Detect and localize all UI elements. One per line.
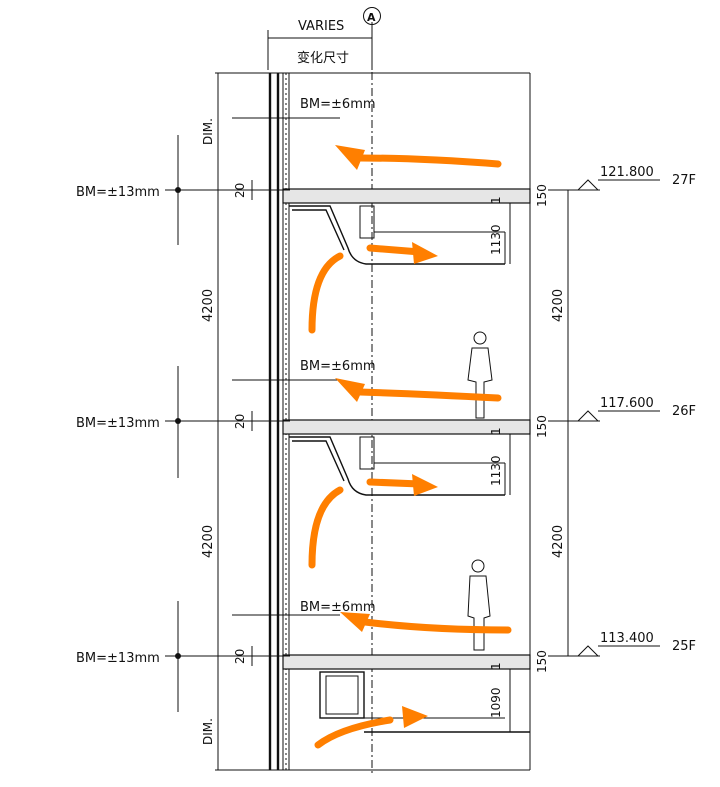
floor-slabs	[282, 188, 531, 670]
text-labels: BM=±6mm BM=±6mm BM=±6mm BM=±13mm BM=±13m…	[76, 97, 696, 745]
slab-label-1: 150	[535, 184, 549, 207]
floor-height-left-1: 4200	[201, 289, 216, 322]
airflow-arrow-26f-rise	[308, 486, 344, 569]
airflow-arrow-25f-return	[361, 618, 512, 634]
slab-label-3: 150	[535, 650, 549, 673]
gap-label-3: 20	[233, 649, 247, 664]
width-label: VARIES	[298, 19, 344, 34]
right-dimension-markers	[509, 179, 660, 732]
airflow-arrow-27f-rise	[308, 252, 344, 334]
slab-25f	[282, 654, 531, 670]
slab-26f	[282, 419, 531, 435]
ceiling-extra-label-1: 1	[489, 196, 503, 204]
grid-marker-label: A	[367, 11, 376, 24]
bm-floor-label-3: BM=±13mm	[76, 651, 160, 666]
airflow-arrows	[308, 145, 512, 749]
dim-label-bottom: DIM.	[201, 718, 215, 745]
person-figure-lower	[467, 559, 491, 651]
gap-label-2: 20	[233, 414, 247, 429]
left-dimension-markers	[165, 73, 340, 770]
floor-name-25f: 25F	[672, 639, 696, 654]
bm-panel-label-1: BM=±6mm	[300, 97, 376, 112]
slab-label-2: 150	[535, 415, 549, 438]
ceiling-zone-label-3: 1090	[489, 687, 503, 718]
level-27f: 121.800	[600, 165, 654, 180]
ceiling-zone-label-2: 1130	[489, 455, 503, 486]
level-26f: 117.600	[600, 396, 654, 411]
floor-name-26f: 26F	[672, 404, 696, 419]
airflow-arrow-26f-return	[356, 388, 502, 402]
grid-marker-circle	[363, 7, 381, 25]
floor-name-27f: 27F	[672, 173, 696, 188]
floor-height-right-2: 4200	[551, 525, 566, 558]
ceiling-extra-label-2: 1	[489, 427, 503, 435]
bm-panel-label-3: BM=±6mm	[300, 600, 376, 615]
gap-label-1: 20	[233, 183, 247, 198]
bm-floor-label-2: BM=±13mm	[76, 416, 160, 431]
level-25f: 113.400	[600, 631, 654, 646]
slab-27f	[282, 188, 531, 204]
floor-height-right-1: 4200	[551, 289, 566, 322]
ceiling-zone-label-1: 1130	[489, 224, 503, 255]
dim-label-top: DIM.	[201, 118, 215, 145]
ceiling-profiles	[289, 205, 530, 733]
person-figure-upper	[467, 331, 493, 419]
header: VARIES 变化尺寸 A	[267, 7, 381, 70]
airflow-arrow-25f-rise	[314, 716, 394, 749]
floor-height-left-2: 4200	[201, 525, 216, 558]
ceiling-extra-label-3: 1	[489, 662, 503, 670]
airflow-arrow-27f-return	[356, 154, 502, 168]
bm-floor-label-1: BM=±13mm	[76, 185, 160, 200]
width-label-cn: 变化尺寸	[297, 50, 349, 66]
bm-panel-label-2: BM=±6mm	[300, 359, 376, 374]
